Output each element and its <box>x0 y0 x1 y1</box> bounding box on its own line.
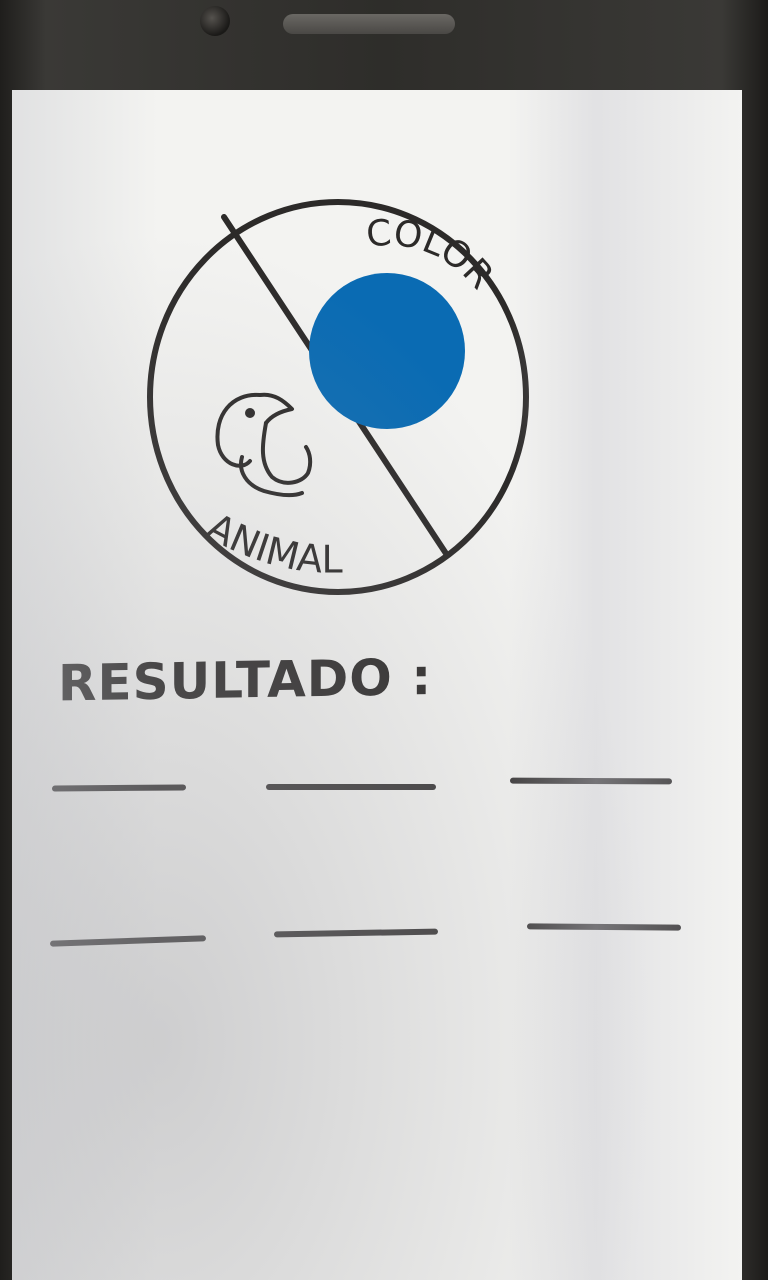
app-screen: COLOR ANIMAL RESULTADO : <box>12 90 742 1280</box>
result-blank-5 <box>273 928 439 938</box>
result-blank-3 <box>509 777 673 785</box>
color-dot <box>309 273 465 429</box>
result-blank-1 <box>51 784 187 792</box>
result-blank-6 <box>526 923 682 931</box>
wheel-outline <box>147 199 529 595</box>
result-label: RESULTADO : <box>58 648 433 713</box>
result-blank-2 <box>266 784 436 790</box>
spin-wheel[interactable]: COLOR ANIMAL <box>142 195 542 610</box>
wheel-label-animal: ANIMAL <box>200 504 343 581</box>
result-blank-4 <box>49 935 207 947</box>
duck-icon <box>215 392 313 498</box>
earpiece-speaker <box>283 14 455 34</box>
wheel-label-animal-text: ANIMAL <box>200 504 343 581</box>
front-camera <box>200 6 230 36</box>
